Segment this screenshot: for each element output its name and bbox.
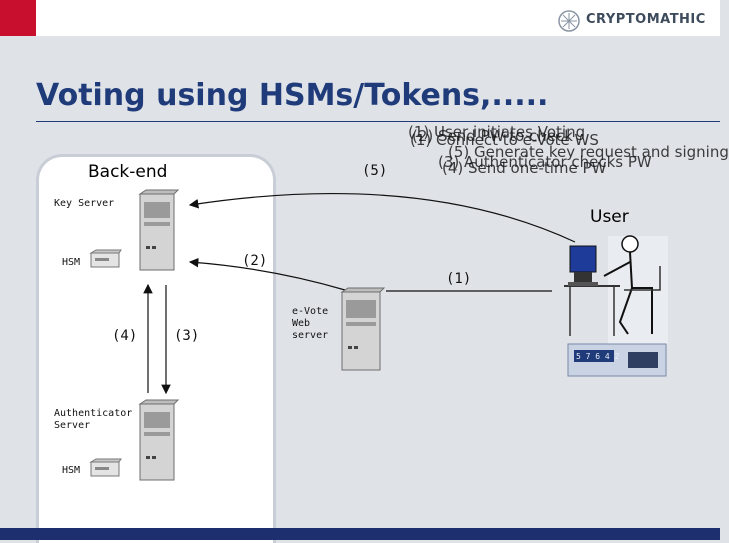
user-at-computer-icon	[564, 235, 668, 344]
hsm-label-top: HSM	[62, 257, 81, 268]
step-text: (4) Send one-time PW	[442, 159, 607, 177]
step-text: (3) Authenticator checks PW	[438, 153, 652, 171]
evote-server-icon	[340, 287, 386, 371]
key-server-label: Key Server	[54, 198, 115, 209]
logo-text: CRYPTOMATHIC	[586, 12, 706, 27]
evote-label-3: server	[292, 330, 329, 341]
step-text: (1) Connect to e-Vote WS	[410, 131, 599, 149]
cryptomathic-logo-icon	[558, 10, 580, 32]
token-device-icon: 5 7 6 4 2	[567, 343, 667, 377]
arrow-step-2	[188, 257, 346, 291]
top-bar	[0, 0, 720, 36]
step-3-label: (3)	[174, 328, 200, 344]
step-text: (1) User initiates Voting	[408, 123, 586, 141]
step-5-label: (5)	[362, 163, 388, 179]
evote-label-1: e-Vote	[292, 306, 329, 317]
svg-text:5 7 6 4 2: 5 7 6 4 2	[576, 352, 620, 361]
step-text: (2) Send PW to check	[412, 127, 573, 145]
backend-label: Back-end	[88, 162, 168, 182]
steps-overlay: (1) User initiates Voting (2) Send PW to…	[408, 121, 729, 191]
title-rule	[36, 121, 720, 122]
hsm-device-icon	[89, 458, 122, 477]
key-server-icon	[138, 189, 180, 271]
brand-red-box	[0, 0, 36, 36]
hsm-label-bottom: HSM	[62, 465, 81, 476]
arrow-step-5	[188, 193, 576, 243]
step-text: (5) Generate key request and signing	[448, 143, 729, 161]
user-label: User	[590, 207, 629, 227]
authenticator-server-icon	[138, 399, 180, 481]
hsm-device-icon	[89, 249, 122, 268]
bottom-bar	[0, 528, 720, 540]
evote-label-2: Web	[292, 318, 311, 329]
step-4-label: (4)	[112, 328, 138, 344]
step-1-label: (1)	[446, 271, 472, 287]
auth-server-label-2: Server	[54, 420, 91, 431]
step-2-label: (2)	[242, 253, 268, 269]
page-title: Voting using HSMs/Tokens,.....	[36, 78, 549, 113]
auth-server-label-1: Authenticator	[54, 408, 133, 419]
